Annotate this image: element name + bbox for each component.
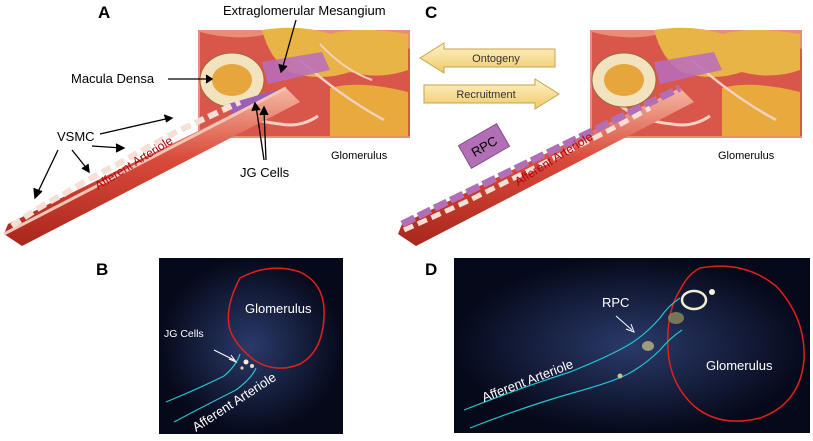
panel-c-recruitment-arrow: Recruitment (423, 78, 560, 110)
panel-c: C RPC Ontogeny (398, 3, 802, 246)
panel-b-glomerulus-outline (227, 267, 325, 369)
panel-a-label-extraglomerular: Extraglomerular Mesangium (223, 3, 386, 18)
panel-a-label-jg-cells: JG Cells (240, 165, 290, 180)
panel-a-label-macula-densa: Macula Densa (71, 71, 155, 86)
panel-c-label-glomerulus: Glomerulus (718, 150, 775, 162)
panel-c-label-ontogeny: Ontogeny (472, 53, 520, 65)
panel-a: A Extraglomerular Mesangium Macula (3, 3, 410, 246)
panel-b-label-jg-cells: JG Cells (164, 328, 204, 340)
panel-a-afferent-arteriole (3, 86, 300, 246)
panel-d-letter: D (425, 260, 437, 279)
panel-b-arteriole-outline-top (165, 353, 241, 403)
panel-d-arteriole-outline-top (463, 297, 681, 411)
panel-b-jg-signal (240, 359, 254, 370)
panel-b: B Glomerulus JG Cells Afferent Arteriole (96, 258, 343, 435)
panel-a-label-vsmc: VSMC (57, 129, 95, 144)
panel-a-pointer-arrows (33, 19, 297, 200)
panel-c-ontogeny-arrow: Ontogeny (419, 42, 556, 74)
panel-d-arteriole-outline-bottom (469, 329, 683, 429)
panel-b-label-glomerulus: Glomerulus (245, 301, 312, 316)
panel-c-letter: C (425, 3, 437, 22)
panel-d: D RPC Glomerulus Afferent Arteriole (425, 258, 810, 433)
panel-d-rpc-signal (617, 289, 715, 379)
panel-a-letter: A (98, 3, 110, 22)
panel-c-label-recruitment: Recruitment (456, 89, 515, 101)
panel-b-micrograph (159, 258, 343, 434)
panel-b-arteriole-outline-bottom (173, 367, 257, 423)
panel-c-rpc-cell: RPC (457, 123, 511, 169)
panel-c-afferent-arteriole (398, 84, 694, 246)
panel-b-letter: B (96, 260, 108, 279)
panel-a-label-glomerulus: Glomerulus (331, 150, 388, 162)
panel-d-label-glomerulus: Glomerulus (706, 358, 773, 373)
panel-d-label-rpc: RPC (602, 295, 629, 310)
panel-d-micrograph (454, 258, 810, 433)
